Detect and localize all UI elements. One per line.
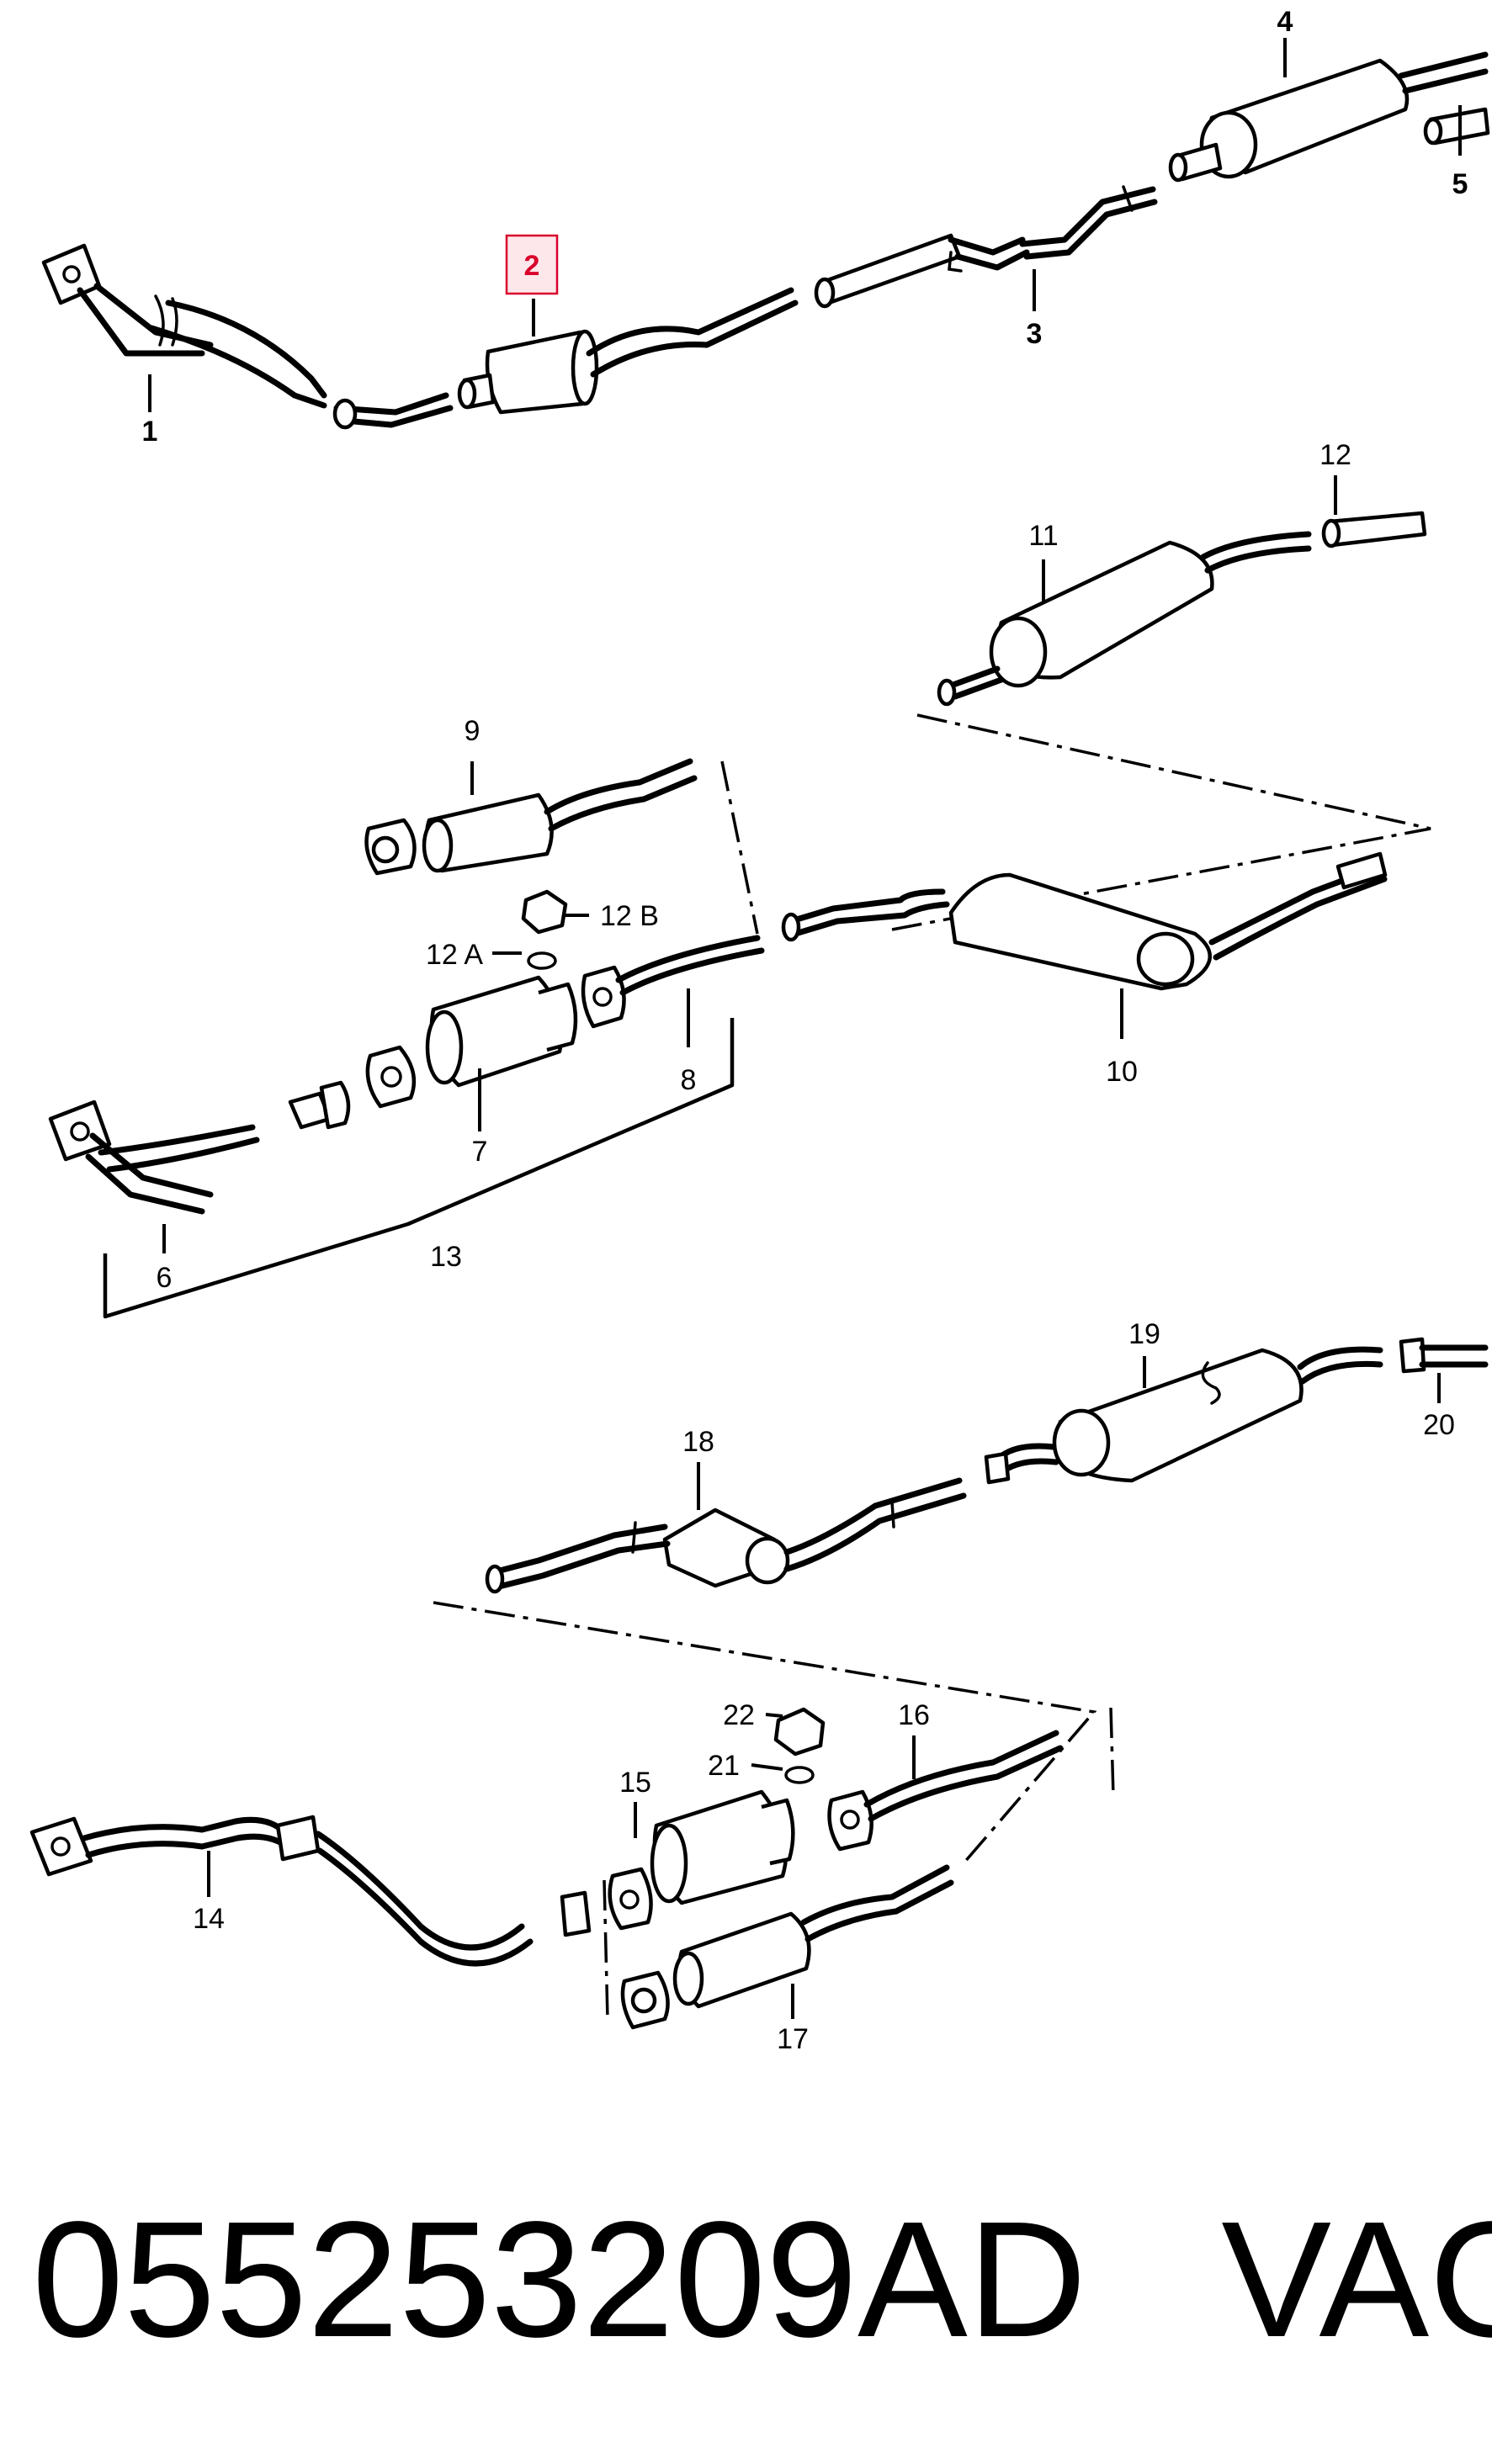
rear-pipe-3[interactable] — [1019, 185, 1158, 260]
hardware-21-22[interactable] — [773, 1707, 826, 1784]
callout-15: 15 — [619, 1767, 651, 1799]
center-muffler-10[interactable] — [781, 851, 1388, 991]
callout-16: 16 — [898, 1699, 930, 1731]
brand-name: VAG — [1221, 2187, 1492, 2371]
callout-5: 5 — [1452, 168, 1468, 200]
callout-19: 19 — [1128, 1318, 1160, 1350]
callout-11: 11 — [1028, 520, 1058, 552]
callout-9: 9 — [465, 715, 481, 747]
tailpipe-tip-12[interactable] — [1321, 511, 1427, 548]
callout-14: 14 — [193, 1903, 225, 1935]
center-muffler-2[interactable] — [457, 287, 799, 415]
catalytic-converter-7[interactable] — [365, 975, 578, 1109]
callout-22: 22 — [723, 1699, 755, 1731]
callout-13: 13 — [430, 1241, 462, 1273]
catalytic-converter-15[interactable] — [608, 1789, 795, 1931]
callout-3: 3 — [1027, 318, 1043, 350]
front-pipe-14[interactable] — [29, 1815, 592, 1967]
assembly-group-b: 9 11 12 12 B 12 A 7 8 10 6 13 — [48, 439, 1431, 1319]
callout-2-highlight[interactable] — [505, 234, 559, 295]
rear-muffler-4[interactable] — [1168, 51, 1489, 183]
callout-17: 17 — [777, 2023, 809, 2055]
front-pipe-6[interactable] — [48, 1080, 351, 1215]
callout-2[interactable]: 2 — [524, 250, 540, 282]
callout-21: 21 — [708, 1750, 740, 1782]
callout-6: 6 — [157, 1262, 173, 1294]
callout-18: 18 — [682, 1426, 714, 1458]
callout-12b: 12 B — [600, 900, 659, 932]
bracket-13 — [103, 1018, 735, 1319]
callout-12: 12 — [1319, 439, 1351, 471]
callout-10: 10 — [1106, 1056, 1138, 1088]
intermediate-pipe — [814, 233, 1030, 309]
hardware-12[interactable] — [521, 889, 568, 970]
callout-7: 7 — [472, 1136, 488, 1168]
assembly-group-a: 1 2 3 4 5 — [41, 6, 1490, 448]
connecting-pipe-8[interactable] — [581, 935, 765, 1029]
callout-1: 1 — [142, 416, 158, 448]
pipe-assembly-9[interactable] — [364, 758, 698, 876]
part-number-caption: 055253209AD VAG — [32, 2187, 1492, 2372]
tailpipe-tip-20[interactable] — [1399, 1337, 1489, 1374]
rear-muffler-19[interactable] — [984, 1346, 1383, 1485]
connecting-pipe-16[interactable] — [827, 1730, 1064, 1852]
connector-pipe — [332, 392, 454, 430]
part-number: 055253209AD — [32, 2187, 1087, 2371]
assembly-group-c: 19 20 18 22 21 16 15 14 17 — [29, 1318, 1489, 2055]
tailpipe-tip-5[interactable] — [1423, 107, 1490, 146]
rear-muffler-11[interactable] — [937, 531, 1312, 707]
front-pipe-1[interactable] — [41, 243, 327, 409]
pipe-assembly-17[interactable] — [620, 1864, 954, 2030]
callout-8: 8 — [681, 1064, 697, 1096]
center-muffler-18[interactable] — [485, 1477, 967, 1594]
callout-12a: 12 A — [426, 939, 483, 971]
callout-4: 4 — [1277, 6, 1293, 38]
callout-20: 20 — [1423, 1409, 1455, 1441]
